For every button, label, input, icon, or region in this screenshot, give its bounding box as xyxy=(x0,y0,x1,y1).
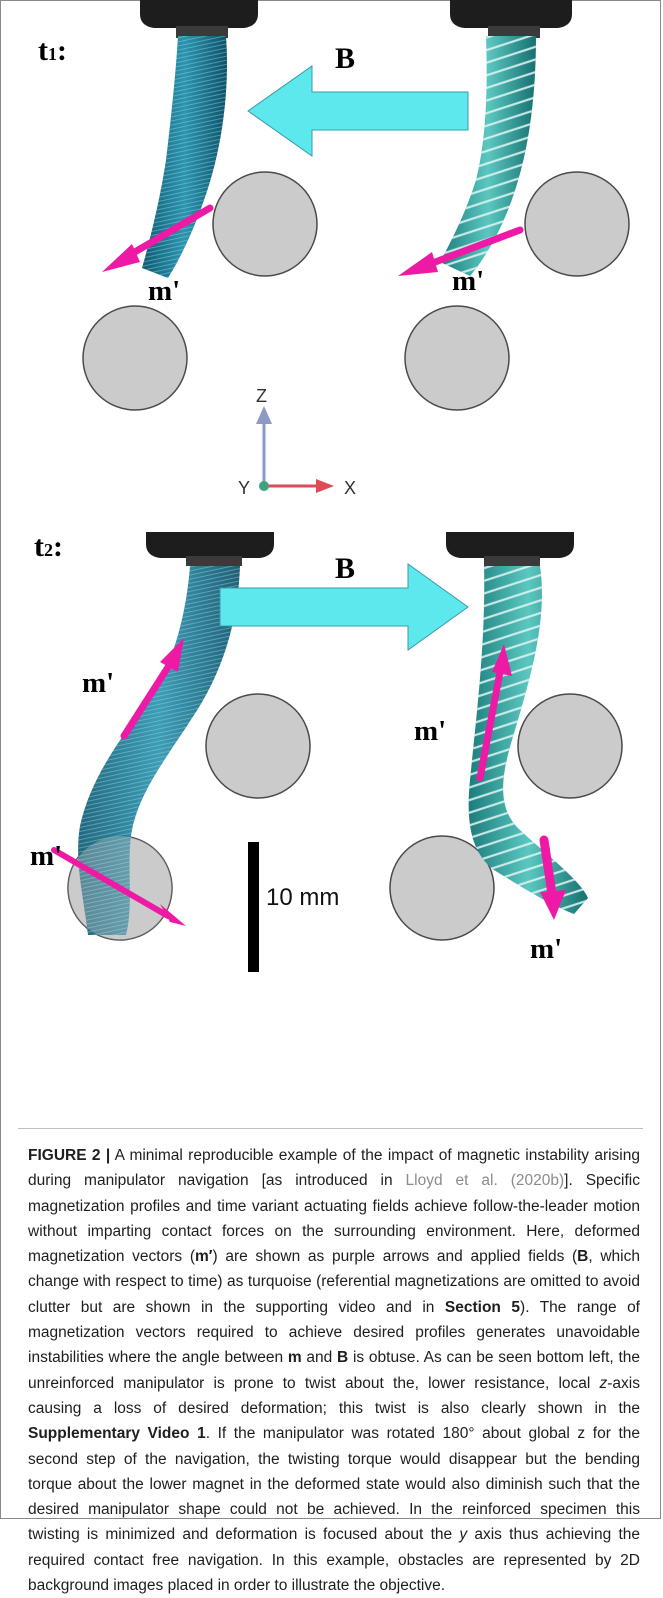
figure-caption: FIGURE 2 | A minimal reproducible exampl… xyxy=(28,1143,640,1598)
caption-text: ) are shown as purple arrows and applied… xyxy=(213,1248,578,1265)
panel-label-t2: t2: xyxy=(34,530,63,563)
magnet-holder-left-t2 xyxy=(146,532,274,558)
video-link[interactable]: Supplementary Video 1 xyxy=(28,1425,206,1442)
y-axis-origin xyxy=(259,481,269,491)
obstacle-t2-upper-left xyxy=(206,694,310,798)
caption-text: and xyxy=(302,1349,337,1366)
z-axis-label: Z xyxy=(256,386,267,406)
panel-t2: t2: B xyxy=(30,530,622,972)
panel-label-t1: t1: xyxy=(38,34,67,67)
x-axis-arrowhead xyxy=(316,479,334,493)
field-label-t1: B xyxy=(335,42,355,75)
holder-collar-left-t2 xyxy=(186,556,242,566)
caption-symbol: y xyxy=(459,1526,467,1543)
scale-bar-label: 10 mm xyxy=(266,884,339,911)
holder-collar-right-t2 xyxy=(484,556,540,566)
vector-label-t1-left: m' xyxy=(148,275,180,307)
magnet-holder-left-t1 xyxy=(140,0,258,28)
citation-link[interactable]: Lloyd et al. (2020b) xyxy=(406,1172,565,1189)
z-axis-arrowhead xyxy=(256,406,272,424)
field-label-t2: B xyxy=(335,552,355,585)
magnet-holder-right-t1 xyxy=(450,0,572,28)
caption-symbol: m xyxy=(288,1349,302,1366)
field-arrow-t1 xyxy=(248,66,468,156)
vector-label-t2-left-lower: m' xyxy=(30,840,62,872)
scale-bar xyxy=(248,842,259,972)
magnet-holder-right-t2 xyxy=(446,532,574,558)
figure-2-image: t1: B m' m' xyxy=(0,0,663,1120)
coordinate-axes: Z Y X xyxy=(238,386,356,498)
obstacle-t1-lower-right xyxy=(405,306,509,410)
caption-symbol: m′ xyxy=(195,1248,213,1265)
obstacle-t1-lower-left xyxy=(83,306,187,410)
y-axis-label: Y xyxy=(238,478,250,498)
obstacle-t2-upper-right xyxy=(518,694,622,798)
vector-label-t2-right-lower: m' xyxy=(530,933,562,965)
vector-label-t1-right: m' xyxy=(452,265,484,297)
x-axis-label: X xyxy=(344,478,356,498)
obstacle-t1-upper-right xyxy=(525,172,629,276)
caption-separator xyxy=(18,1128,643,1129)
vector-label-t2-right-upper: m' xyxy=(414,715,446,747)
section-link[interactable]: Section 5 xyxy=(445,1299,520,1316)
caption-symbol: B xyxy=(577,1248,588,1265)
caption-symbol: B xyxy=(337,1349,348,1366)
vector-label-t2-left-upper: m' xyxy=(82,667,114,699)
obstacle-t1-upper-left xyxy=(213,172,317,276)
panel-t1: t1: B m' m' xyxy=(38,0,629,410)
figure-label: FIGURE 2 | xyxy=(28,1147,110,1164)
